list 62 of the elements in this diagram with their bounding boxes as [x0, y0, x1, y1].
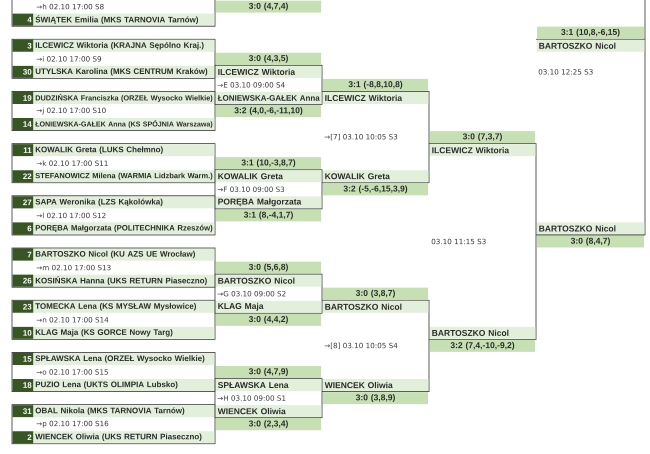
score-band: 3:0 (3,8,9)	[323, 392, 428, 404]
player-row: BARTOSZKO Nicol	[536, 222, 645, 234]
player-row: OBAL Nikola (MKS TARNOVIA Tarnów)	[33, 405, 215, 418]
seed-number: 23	[12, 300, 34, 313]
score-band: 3:0 (5,6,8)	[216, 262, 321, 274]
seed-number: 30	[12, 66, 34, 78]
player-row: ILCEWICZ Wiktoria (KRAJNA Sępólno Kraj.)	[33, 40, 215, 52]
score-band: 3:0 (7,3,7)	[430, 131, 535, 144]
seed-number: 18	[12, 379, 34, 392]
player-row: SAPA Weronika (LZS Kąkolówka)	[33, 196, 215, 208]
seed-number: 11	[12, 144, 34, 156]
player-row: SPŁAWSKA Lena	[216, 379, 322, 392]
score-band: 3:0 (2,3,4)	[216, 418, 321, 430]
player-row: KLAG Maja (KS GORCE Nowy Targ)	[33, 326, 215, 339]
player-row: ILCEWICZ Wiktoria	[430, 144, 536, 156]
score-band: 3:2 (7,4,-10,-9,2)	[430, 340, 535, 352]
seed-number: 2	[12, 431, 34, 444]
score-band: 3:1 (10,8,-6,15)	[537, 26, 644, 39]
player-row: BARTOSZKO Nicol (KU AZS UE Wrocław)	[33, 248, 215, 261]
player-row: BARTOSZKO Nicol	[216, 274, 322, 287]
player-row: UTYLSKA Karolina (MKS CENTRUM Kraków)	[33, 66, 215, 78]
player-row: PUZIO Lena (UKTS OLIMPIA Lubsko)	[33, 379, 215, 392]
score-band: 3:0 (4,7,4)	[216, 0, 321, 13]
player-row: KOWALIK Greta	[322, 170, 429, 182]
seed-number: 10	[12, 326, 34, 339]
player-row: SPŁAWSKA Lena (ORZEŁ Wysocko Wielkie)	[33, 352, 215, 365]
player-row: WIENCEK Oliwia (UKS RETURN Piaseczno)	[33, 431, 215, 444]
seed-number: 14	[12, 118, 34, 130]
score-band: 3:1 (-8,8,10,8)	[323, 78, 428, 91]
score-band: 3:0 (4,7,9)	[216, 366, 321, 378]
score-band: 3:2 (-5,-6,15,3,9)	[323, 183, 428, 196]
seed-number: 15	[12, 352, 34, 365]
player-row: KOWALIK Greta	[216, 170, 322, 182]
player-row: BARTOSZKO Nicol	[322, 300, 429, 313]
score-band: 3:0 (4,3,5)	[216, 52, 321, 65]
player-row: KOWALIK Greta (LUKS Chełmno)	[33, 144, 215, 156]
score-band: 3:1 (8,-4,1,7)	[216, 209, 321, 222]
seed-number: 26	[12, 274, 34, 287]
score-band: 3:1 (10,-3,8,7)	[216, 157, 321, 170]
player-row: ILCEWICZ Wiktoria	[216, 66, 322, 78]
player-row: TOMECKA Lena (KS MYSŁAW Mysłowice)	[33, 300, 215, 313]
score-band: 3:0 (3,8,7)	[323, 288, 428, 300]
score-band: 3:0 (8,4,7)	[537, 235, 644, 248]
seed-number: 19	[12, 92, 34, 104]
seed-number: 22	[12, 170, 34, 182]
player-row: WIENCEK Oliwia	[216, 405, 322, 418]
score-band: 3:0 (4,4,2)	[216, 314, 321, 326]
seed-number: 27	[12, 196, 34, 208]
player-row: ILCEWICZ Wiktoria	[322, 92, 429, 104]
seed-number: 6	[12, 222, 34, 234]
seed-number: 31	[12, 405, 34, 418]
seed-number: 4	[12, 14, 34, 26]
player-row: PORĘBA Małgorzata	[216, 196, 322, 208]
player-row: BARTOSZKO Nicol	[430, 326, 536, 339]
player-row: KOSIŃSKA Hanna (UKS RETURN Piaseczno)	[33, 274, 215, 287]
player-row: WIENCEK Oliwia	[322, 379, 429, 392]
score-band: 3:2 (4,0,-6,-11,10)	[216, 104, 321, 118]
seed-number: 7	[12, 248, 34, 261]
player-row: BARTOSZKO Nicol	[536, 40, 645, 52]
seed-number: 3	[12, 40, 34, 52]
player-row: ŚWIĄTEK Emilia (MKS TARNOVIA Tarnów)	[33, 14, 215, 26]
player-row: KLAG Maja	[216, 300, 322, 313]
